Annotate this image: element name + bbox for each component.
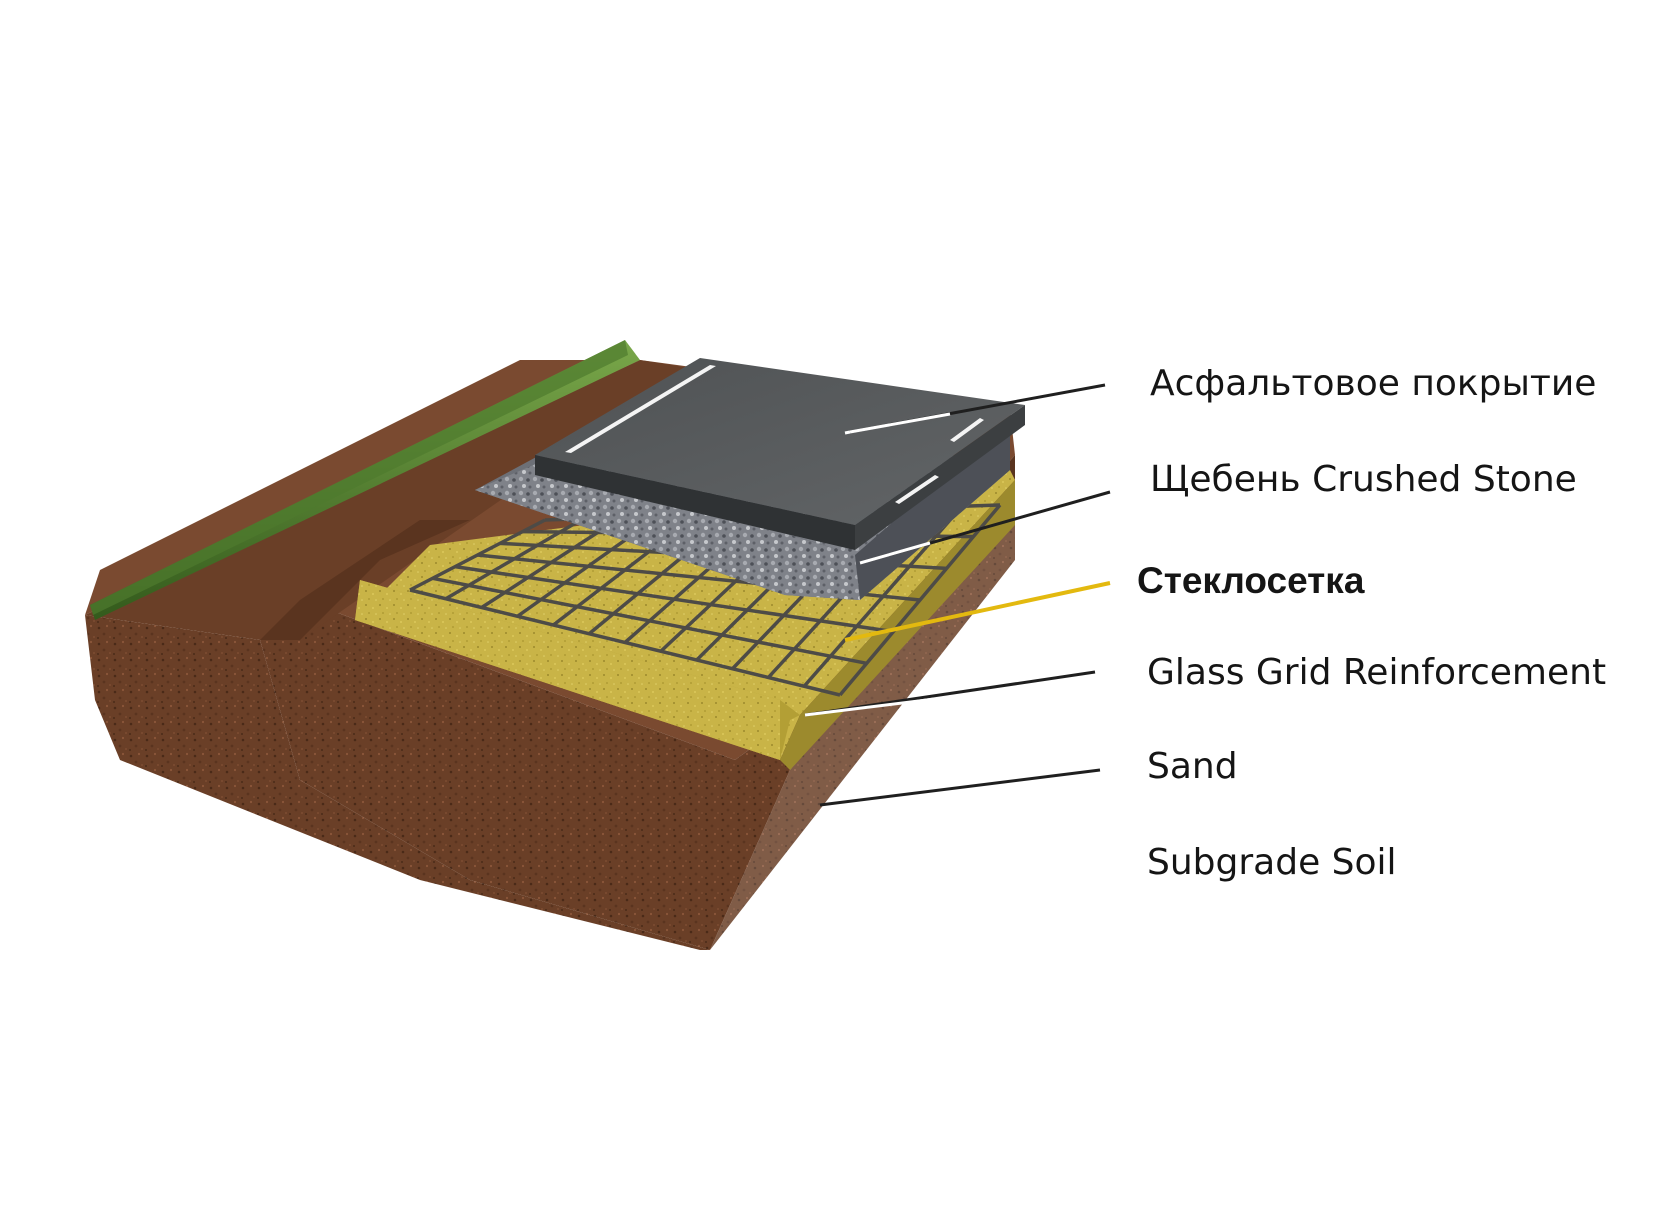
label-asphalt-pavement: Асфальтовое покрытие	[1150, 363, 1597, 404]
asphalt-layer	[535, 358, 1025, 550]
label-glass-grid-reinforcement: Glass Grid Reinforcement	[1147, 652, 1607, 693]
label-crushed-stone: Щебень Crushed Stone	[1150, 459, 1577, 500]
leader-lines	[804, 383, 1111, 807]
label-sand: Sand	[1147, 746, 1238, 787]
mesh-strand	[454, 564, 894, 634]
mesh-strand	[432, 576, 868, 666]
mesh-strand	[409, 588, 841, 697]
label-subgrade-soil: Subgrade Soil	[1147, 842, 1397, 883]
grass-strip	[90, 340, 640, 620]
label-glass-mesh: Стеклосетка	[1137, 560, 1365, 601]
